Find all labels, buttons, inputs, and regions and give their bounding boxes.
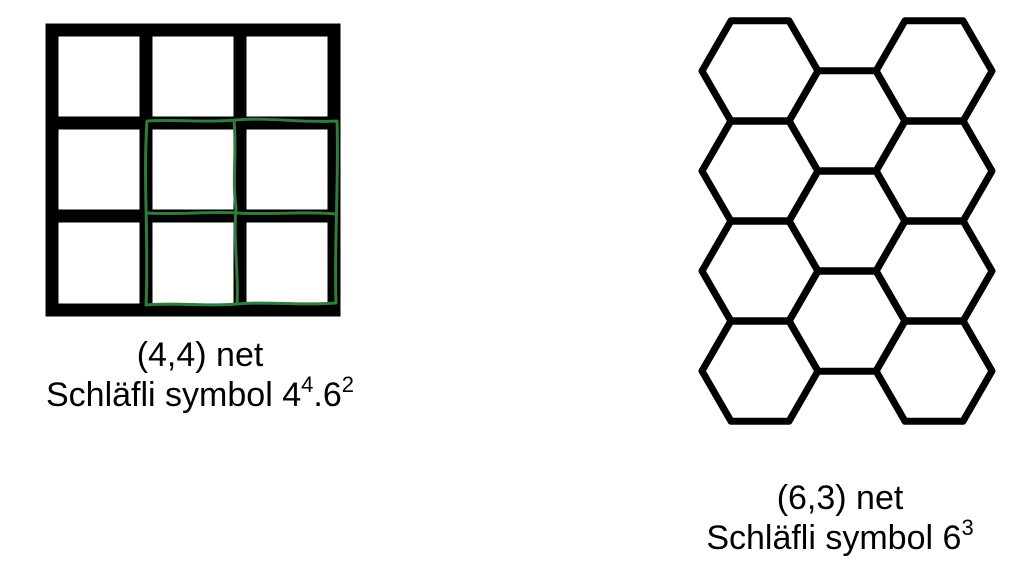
- square-net-schlafli-exp1: 4: [301, 372, 314, 397]
- hexagonal-net-caption: (6,3) net Schläfli symbol 63: [650, 478, 1026, 558]
- highlight-outline: [144, 117, 339, 307]
- hexagonal-net-schlafli-exp: 3: [961, 515, 974, 540]
- square-net-grid: [45, 23, 341, 317]
- hexagonal-net-schlafli-base: 6: [942, 519, 962, 557]
- hexagon-group: [698, 17, 996, 425]
- hexagon-cell-11: [872, 317, 996, 425]
- hexagon-cell-9: [872, 217, 996, 325]
- square-net-schlafli-base2: 6: [322, 376, 342, 414]
- hexagonal-net-schlafli: Schläfli symbol 63: [650, 515, 1026, 558]
- square-net-schlafli: Schläfli symbol 44.62: [0, 372, 400, 415]
- square-net-schlafli-sep: .: [313, 376, 323, 414]
- hexagonal-net-title: (6,3) net: [776, 479, 904, 517]
- highlight-divider-horizontal: [146, 210, 337, 216]
- highlighted-cells: [144, 117, 339, 307]
- hexagon-cell-10: [698, 317, 822, 425]
- square-net-schlafli-exp2: 2: [341, 372, 354, 397]
- hexagonal-net-schlafli-prefix: Schläfli symbol: [706, 519, 943, 557]
- square-net-schlafli-base1: 4: [282, 376, 302, 414]
- highlight-divider-vertical: [232, 119, 239, 306]
- hexagonal-net-diagram: [698, 17, 996, 425]
- hexagon-cell-6: [872, 117, 996, 225]
- square-net-schlafli-prefix: Schläfli symbol: [46, 376, 283, 414]
- square-net-caption: (4,4) net Schläfli symbol 44.62: [0, 335, 400, 415]
- square-net-title: (4,4) net: [136, 336, 264, 374]
- square-net-diagram: [45, 23, 341, 317]
- hexagon-cell-3: [872, 17, 996, 125]
